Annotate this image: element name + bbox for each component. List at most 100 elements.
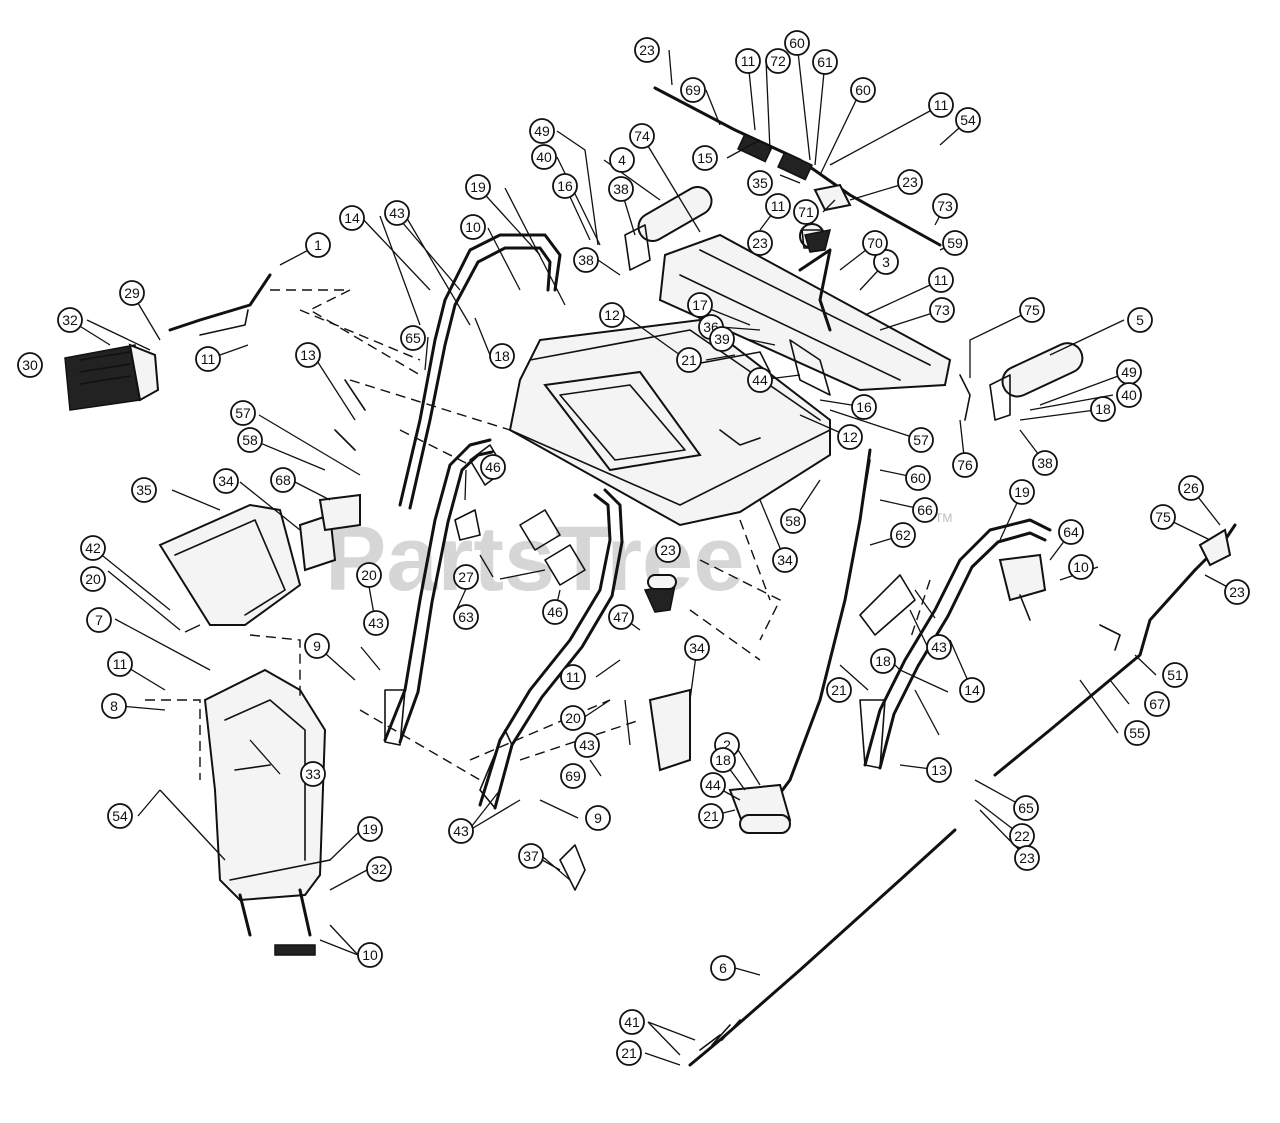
callout-18d[interactable]: 18 xyxy=(1090,396,1116,422)
callout-5[interactable]: 5 xyxy=(1127,307,1153,333)
callout-6[interactable]: 6 xyxy=(710,955,736,981)
callout-55b[interactable]: 58 xyxy=(780,508,806,534)
callout-12b[interactable]: 12 xyxy=(837,424,863,450)
callout-61[interactable]: 61 xyxy=(812,49,838,75)
callout-12[interactable]: 12 xyxy=(599,302,625,328)
callout-64[interactable]: 64 xyxy=(1058,519,1084,545)
callout-22[interactable]: 22 xyxy=(1009,823,1035,849)
callout-46c[interactable]: 43 xyxy=(574,732,600,758)
callout-59[interactable]: 59 xyxy=(942,230,968,256)
callout-35[interactable]: 35 xyxy=(131,477,157,503)
callout-50[interactable]: 47 xyxy=(608,604,634,630)
callout-49b[interactable]: 46 xyxy=(542,599,568,625)
callout-47b[interactable]: 44 xyxy=(747,367,773,393)
callout-54b[interactable]: 57 xyxy=(908,427,934,453)
callout-1[interactable]: 1 xyxy=(305,232,331,258)
callout-47[interactable]: 44 xyxy=(700,772,726,798)
callout-20c[interactable]: 20 xyxy=(560,705,586,731)
callout-51b[interactable]: 49 xyxy=(529,118,555,144)
callout-11c[interactable]: 11 xyxy=(560,664,586,690)
callout-36[interactable]: 34 xyxy=(772,547,798,573)
callout-75b[interactable]: 75 xyxy=(1019,297,1045,323)
callout-44[interactable]: 41 xyxy=(619,1009,645,1035)
callout-70[interactable]: 70 xyxy=(862,230,888,256)
callout-18[interactable]: 18 xyxy=(489,343,515,369)
callout-69[interactable]: 69 xyxy=(560,763,586,789)
callout-26[interactable]: 23 xyxy=(655,537,681,563)
callout-41b[interactable]: 38 xyxy=(573,247,599,273)
callout-20[interactable]: 20 xyxy=(356,562,382,588)
callout-19b[interactable]: 19 xyxy=(357,816,383,842)
callout-30[interactable]: 26 xyxy=(1178,475,1204,501)
callout-24b[interactable]: 23 xyxy=(1014,845,1040,871)
callout-11b[interactable]: 11 xyxy=(107,651,133,677)
callout-21[interactable]: 21 xyxy=(698,803,724,829)
callout-51[interactable]: 49 xyxy=(1116,359,1142,385)
callout-11[interactable]: 11 xyxy=(195,346,221,372)
callout-75[interactable]: 75 xyxy=(1150,504,1176,530)
callout-28[interactable]: 29 xyxy=(119,280,145,306)
callout-60[interactable]: 60 xyxy=(850,77,876,103)
callout-32[interactable]: 32 xyxy=(366,856,392,882)
callout-41[interactable]: 38 xyxy=(1032,450,1058,476)
callout-19[interactable]: 19 xyxy=(465,174,491,200)
callout-55[interactable]: 58 xyxy=(237,427,263,453)
callout-23[interactable]: 23 xyxy=(897,169,923,195)
callout-46b[interactable]: 43 xyxy=(363,610,389,636)
callout-33[interactable]: 33 xyxy=(300,761,326,787)
callout-3[interactable]: 3 xyxy=(873,249,899,275)
callout-20b[interactable]: 20 xyxy=(80,566,106,592)
callout-45[interactable]: 42 xyxy=(80,535,106,561)
callout-71[interactable]: 71 xyxy=(793,199,819,225)
callout-15[interactable]: 15 xyxy=(692,145,718,171)
callout-26b[interactable]: 23 xyxy=(747,230,773,256)
callout-11d[interactable]: 11 xyxy=(928,267,954,293)
callout-18b[interactable]: 18 xyxy=(710,747,736,773)
callout-19c[interactable]: 19 xyxy=(1009,479,1035,505)
callout-67[interactable]: 67 xyxy=(1144,691,1170,717)
callout-60b[interactable]: 60 xyxy=(784,30,810,56)
callout-16b[interactable]: 16 xyxy=(851,394,877,420)
callout-10b[interactable]: 10 xyxy=(357,942,383,968)
callout-39[interactable]: 37 xyxy=(518,843,544,869)
callout-57[interactable]: 60 xyxy=(905,465,931,491)
callout-16[interactable]: 16 xyxy=(552,173,578,199)
callout-13[interactable]: 13 xyxy=(295,342,321,368)
callout-73b[interactable]: 73 xyxy=(932,193,958,219)
callout-17[interactable]: 17 xyxy=(687,292,713,318)
callout-49[interactable]: 46 xyxy=(480,454,506,480)
callout-21d[interactable]: 21 xyxy=(676,347,702,373)
callout-18c[interactable]: 18 xyxy=(870,648,896,674)
callout-42[interactable]: 39 xyxy=(709,326,735,352)
callout-43b[interactable]: 40 xyxy=(531,144,557,170)
callout-14b[interactable]: 14 xyxy=(959,677,985,703)
callout-72[interactable]: 72 xyxy=(765,48,791,74)
callout-65[interactable]: 65 xyxy=(1013,795,1039,821)
callout-46[interactable]: 43 xyxy=(384,200,410,226)
callout-21b[interactable]: 21 xyxy=(826,677,852,703)
callout-58[interactable]: 62 xyxy=(890,522,916,548)
callout-74[interactable]: 74 xyxy=(629,123,655,149)
callout-43[interactable]: 40 xyxy=(1116,382,1142,408)
callout-46e[interactable]: 43 xyxy=(926,634,952,660)
callout-8[interactable]: 8 xyxy=(101,693,127,719)
callout-4[interactable]: 4 xyxy=(609,147,635,173)
callout-37[interactable]: 35 xyxy=(747,170,773,196)
callout-54[interactable]: 57 xyxy=(230,400,256,426)
callout-11f[interactable]: 11 xyxy=(735,48,761,74)
callout-66[interactable]: 66 xyxy=(912,497,938,523)
callout-31[interactable]: 32 xyxy=(57,307,83,333)
callout-29[interactable]: 30 xyxy=(17,352,43,378)
callout-7[interactable]: 7 xyxy=(86,607,112,633)
callout-24[interactable]: 23 xyxy=(1224,579,1250,605)
callout-14[interactable]: 14 xyxy=(339,205,365,231)
callout-11e[interactable]: 11 xyxy=(928,92,954,118)
callout-34[interactable]: 34 xyxy=(213,468,239,494)
callout-13b[interactable]: 13 xyxy=(926,757,952,783)
callout-73[interactable]: 73 xyxy=(929,297,955,323)
callout-68[interactable]: 68 xyxy=(270,467,296,493)
callout-62[interactable]: 63 xyxy=(453,604,479,630)
callout-40[interactable]: 38 xyxy=(608,176,634,202)
callout-21c[interactable]: 21 xyxy=(616,1040,642,1066)
callout-69b[interactable]: 69 xyxy=(680,77,706,103)
